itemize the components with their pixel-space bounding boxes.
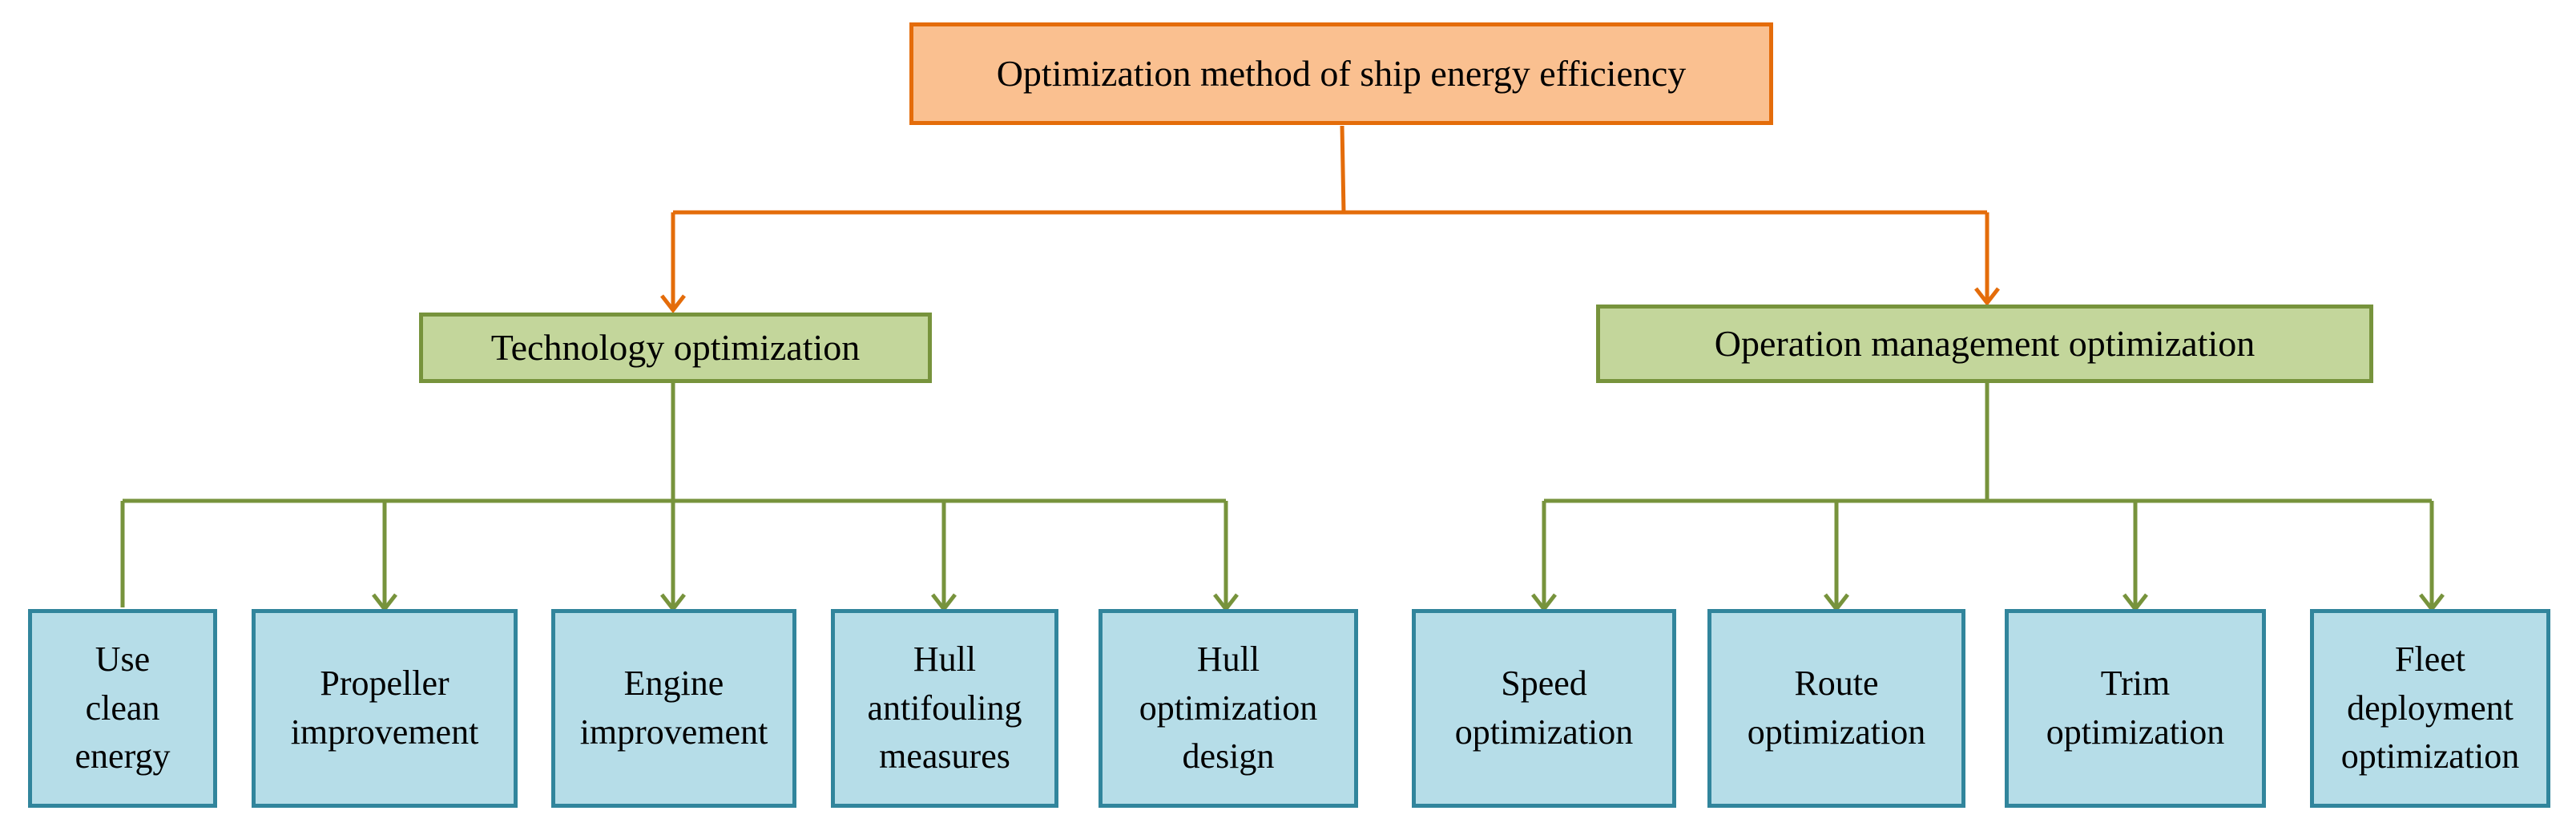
leaf-engine-improvement: Engine improvement (551, 609, 796, 808)
branch-operation-management-optimization: Operation management optimization (1596, 305, 2373, 383)
leaf-fleet-deployment-optimization: Fleet deployment optimization (2310, 609, 2550, 808)
leaf-use-clean-energy: Use clean energy (28, 609, 217, 808)
leaf-hull-optimization-design: Hull optimization design (1099, 609, 1358, 808)
branch-technology-optimization: Technology optimization (419, 313, 932, 383)
operation-connectors (1531, 382, 2445, 613)
leaf-hull-antifouling-measures: Hull antifouling measures (831, 609, 1058, 808)
technology-connectors (120, 382, 1239, 613)
leaf-route-optimization: Route optimization (1707, 609, 1965, 808)
leaf-trim-optimization: Trim optimization (2005, 609, 2266, 808)
leaf-propeller-improvement: Propeller improvement (252, 609, 518, 808)
arrowhead-technology (660, 294, 686, 314)
connector-root-trunk (1340, 125, 1346, 213)
leaf-speed-optimization: Speed optimization (1412, 609, 1676, 808)
arrowhead-operation (1974, 287, 2000, 307)
root-connectors (660, 125, 2000, 314)
root-node: Optimization method of ship energy effic… (909, 22, 1773, 125)
